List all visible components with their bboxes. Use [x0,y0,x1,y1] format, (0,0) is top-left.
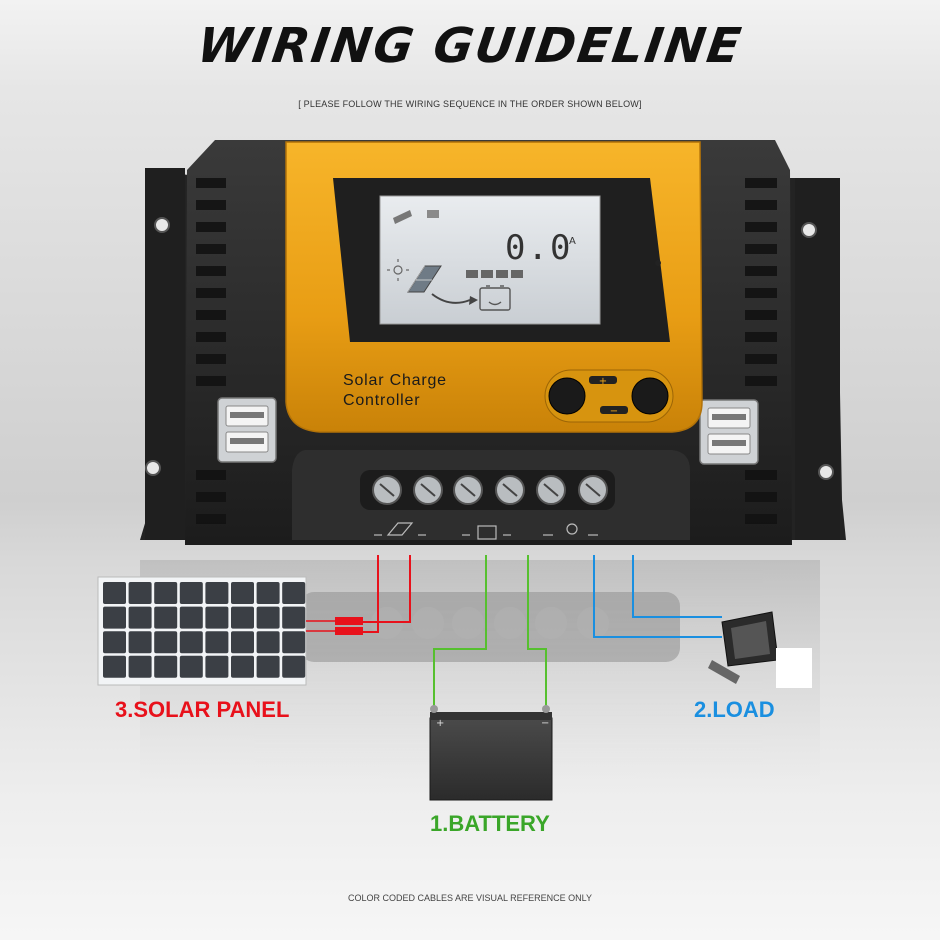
mounting-hole-icon [154,217,170,233]
lcd-reading: 0.0 [505,228,573,268]
solar-panel-label: 3.SOLAR PANEL [115,697,290,722]
battery-level-icon [466,270,523,278]
plus-button[interactable] [548,377,586,415]
battery-label: 1.BATTERY [430,811,550,836]
minus-button[interactable] [631,377,669,415]
solar-cell [179,606,203,629]
usb-ports-right [699,399,759,465]
terminal-screw-icon [372,475,608,505]
solar-cell [256,582,280,604]
solar-cell [282,582,306,604]
solar-cell [205,582,229,604]
solar-cell [154,606,178,629]
solar-cell [282,631,306,654]
battery-minus-icon: − [541,718,549,729]
solar-panel [97,576,307,686]
solar-wires [306,555,411,635]
solar-cell [154,655,178,678]
lcd-panel-icon [393,210,439,224]
load-wires [593,555,722,638]
battery: + − [429,705,553,801]
indicator-dot [655,260,661,266]
pv-terminal-icon [374,522,426,536]
solar-cell [103,655,126,678]
solar-cell [231,582,254,604]
solar-cell [128,582,152,604]
terminal-block [292,450,690,540]
solar-cell [205,606,229,629]
solar-cell [256,631,280,654]
page-title: WIRING GUIDELINE [193,18,747,74]
solar-cell [179,631,203,654]
battery-wires [433,555,547,707]
solar-cell [256,655,280,678]
solar-cell [179,655,203,678]
solar-cell [205,631,229,654]
battery-face-icon [479,285,511,311]
solar-cell [154,631,178,654]
controller-label: Solar Charge Controller [343,371,447,411]
minus-icon: − [610,406,618,417]
controller-label-line1: Solar Charge [343,372,447,389]
solar-cell [128,655,152,678]
usb-ports-left [217,397,277,463]
page-subtitle: [ PLEASE FOLLOW THE WIRING SEQUENCE IN T… [298,99,642,109]
lcd-unit: A [569,236,576,247]
solar-cell [231,606,254,629]
charge-arrow-icon [431,293,478,305]
solar-cell [154,582,178,604]
solar-cell [103,582,126,604]
solar-cell [205,655,229,678]
mounting-hole-icon [145,460,161,476]
solar-cell [282,606,306,629]
load-label: 2.LOAD [694,697,775,722]
solar-cell [103,606,126,629]
mounting-hole-icon [818,464,834,480]
solar-cell [231,631,254,654]
solar-cell [128,631,152,654]
solar-cell [256,606,280,629]
battery-plus-icon: + [436,718,444,729]
sun-icon [387,259,409,281]
solar-cell [231,655,254,678]
solar-cell [282,655,306,678]
solar-cell [179,582,203,604]
plus-icon: + [599,376,607,387]
floodlight-load [708,611,812,688]
solar-cell [103,631,126,654]
button-panel: + − [544,369,674,423]
mounting-hole-icon [801,222,817,238]
battery-terminal-icon [462,525,511,540]
controller-face: + − [285,141,703,433]
controller-label-line2: Controller [343,392,421,409]
load-terminal-icon [543,523,598,536]
footer-note: COLOR CODED CABLES ARE VISUAL REFERENCE … [347,893,593,903]
solar-panel-lcd-icon [407,265,442,293]
solar-cell [128,606,152,629]
